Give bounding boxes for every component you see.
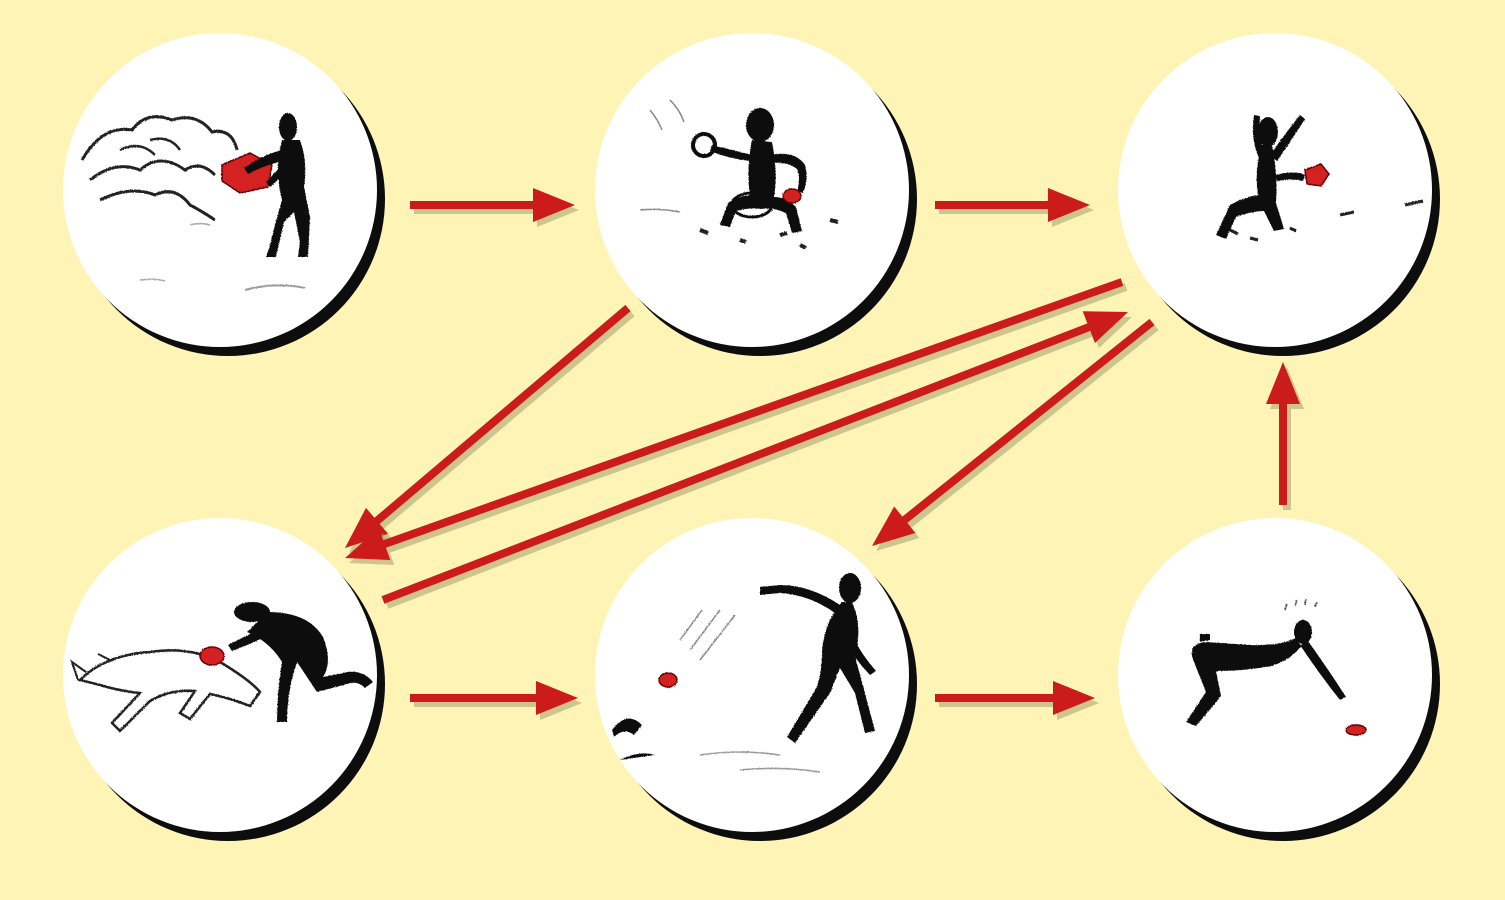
tool-lifecycle-diagram bbox=[0, 0, 1505, 900]
